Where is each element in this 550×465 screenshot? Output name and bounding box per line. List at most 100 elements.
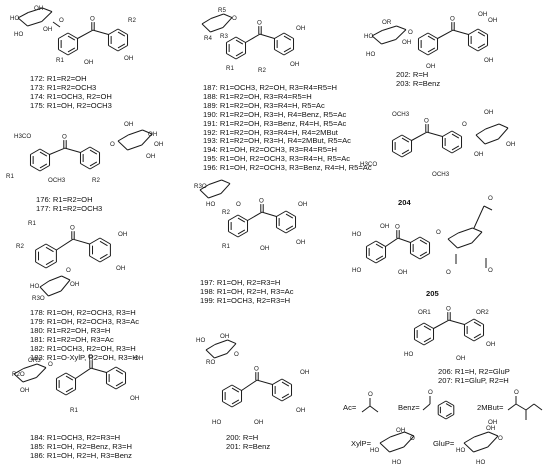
atom-label: O [428,389,433,396]
double-bond [115,381,124,387]
m202-ring-b [477,28,488,35]
label-204: 204 [398,198,411,207]
m184-ring-b [115,383,126,390]
s200-sugar [214,339,228,345]
s202-sugar [371,35,382,45]
m197-carbonyl-bond [247,211,263,221]
m184-carbonyl-bond [90,367,107,373]
m197-ring-a [237,214,248,221]
m172-ring-a [58,49,69,56]
m172-ring-b [117,28,128,35]
double-bond [235,39,244,45]
s205-sugar [471,231,483,244]
m176-ring-a [30,165,41,172]
atom-label: HO [30,283,39,290]
atom-label: R3O [32,295,45,302]
m176-ring-a [39,165,50,172]
atom-label: OH [478,11,487,18]
atom-label: HO [196,337,205,344]
double-bond [45,246,54,253]
glup-ring [473,446,488,453]
atom-label: OH [486,425,495,432]
m172-ring-a [58,32,69,39]
atom-label: R2O [12,371,25,378]
m200-ring-b [281,395,292,402]
m206-carbonyl-o: O [446,306,451,313]
double-bond [231,387,240,393]
atom-label: OCH3 [432,171,450,178]
s178-sugar [61,275,71,281]
s205-sugar [457,242,472,249]
s184-sugar [22,377,37,383]
s197-sugar [208,179,222,185]
double-bond [117,31,126,37]
atom-label: OH [124,121,133,128]
atom-label: OH [134,355,143,362]
m178-ring-a [35,261,47,269]
m178-ring-a [45,243,57,251]
atom-label: RO [206,359,215,366]
s204-sugar [475,134,486,145]
m202-ring-a [418,32,429,39]
double-bond [65,387,74,393]
bond [483,205,493,211]
xylp-ring [404,431,415,437]
m184-carbonyl-o: O [88,354,93,361]
m178-ring-b [89,237,101,245]
atom-label: OH [298,201,307,208]
m202-ring-b [468,28,479,35]
double-bond [65,375,74,381]
m204-ring-a [392,151,403,158]
atom-label: OH [254,419,263,426]
m187-ring-b [274,49,285,56]
s178-sugar [39,286,49,297]
m204-ring-b [442,130,453,137]
double-bond [423,325,432,331]
m187-ring-a [235,53,246,60]
atom-label: O [59,17,64,24]
m178-carbonyl-o: O [70,225,75,232]
atom-label: HO [456,447,465,454]
double-bond [375,243,384,249]
m206-ring-b [464,335,475,342]
double-bond [281,381,290,387]
double-bond [99,240,108,247]
atom-label: OH [260,245,269,252]
s178-sugar [60,279,71,292]
ac-bond [369,405,379,413]
m202-ring-a [427,49,438,56]
m200-ring-a [222,384,233,391]
s176-sugar [141,133,153,146]
m206-ring-b [473,318,484,325]
atom-label: O [110,141,115,148]
m205-ring-a [375,257,386,264]
atom-label: HO [352,231,361,238]
atom-label: R1 [222,243,230,250]
m178-ring-a [45,261,57,269]
s187-sugar [223,13,233,19]
m172-ring-a [67,49,78,56]
s205-sugar [447,238,458,249]
m200-ring-b [272,395,283,402]
m197-ring-a [237,231,248,238]
atom-label: OR [382,19,392,26]
glup-ring [488,431,499,437]
m187-carbonyl-bond [245,33,261,43]
double-bond [451,145,460,151]
s205-sugar [458,227,473,234]
m197-ring-b [285,227,296,234]
atom-label: HO [212,419,221,426]
abbr-glup: GluP= [433,439,455,448]
xylp-ring [379,442,390,453]
atom-label: O [488,267,493,274]
bond [52,21,61,28]
s187-sugar [210,13,224,19]
m206-ring-b [464,318,475,325]
double-bond [67,47,76,53]
s205-sugar [472,227,483,233]
m205-ring-b [419,236,430,243]
